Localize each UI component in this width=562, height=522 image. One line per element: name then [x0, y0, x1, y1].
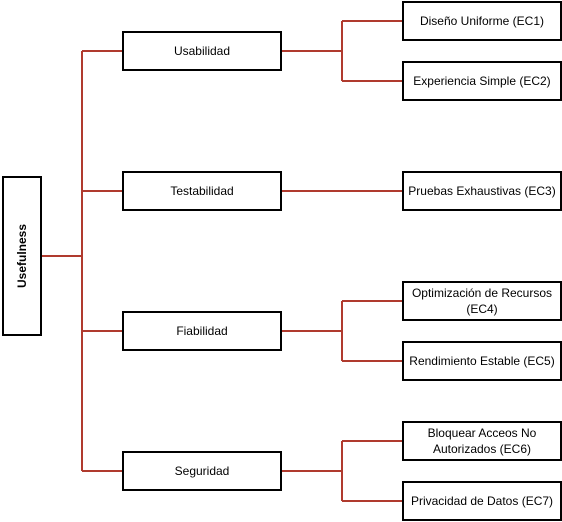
leaf-label: Privacidad de Datos (EC7) [410, 494, 554, 508]
leaf-ec4: Optimización de Recursos (EC4) [402, 281, 562, 321]
leaf-ec6: Bloquear Acceos No Autorizados (EC6) [402, 421, 562, 461]
leaf-label: Pruebas Exhaustivas (EC3) [408, 184, 556, 198]
connector-fiabilidad-leaves [282, 300, 402, 362]
leaf-label: Experiencia Simple (EC2) [413, 74, 551, 88]
root-node: Usefulness [2, 176, 42, 336]
node-label: Usabilidad [173, 44, 231, 58]
node-testabilidad: Testabilidad [122, 171, 282, 211]
node-label: Seguridad [174, 464, 230, 478]
connector-seguridad-leaves [282, 440, 402, 502]
node-fiabilidad: Fiabilidad [122, 311, 282, 351]
node-label: Testabilidad [170, 184, 234, 198]
leaf-label: Optimización de Recursos (EC4) [411, 286, 553, 316]
leaf-label: Bloquear Acceos No Autorizados (EC6) [427, 426, 537, 456]
connector-usabilidad-leaves [282, 20, 402, 82]
leaf-ec3: Pruebas Exhaustivas (EC3) [402, 171, 562, 211]
node-label: Fiabilidad [176, 324, 228, 338]
root-label: Usefulness [15, 223, 29, 289]
leaf-label: Diseño Uniforme (EC1) [419, 14, 545, 28]
leaf-ec1: Diseño Uniforme (EC1) [402, 1, 562, 41]
leaf-ec7: Privacidad de Datos (EC7) [402, 481, 562, 521]
node-usabilidad: Usabilidad [122, 31, 282, 71]
leaf-ec2: Experiencia Simple (EC2) [402, 61, 562, 101]
node-seguridad: Seguridad [122, 451, 282, 491]
leaf-label: Rendimiento Estable (EC5) [409, 354, 555, 368]
leaf-ec5: Rendimiento Estable (EC5) [402, 341, 562, 381]
